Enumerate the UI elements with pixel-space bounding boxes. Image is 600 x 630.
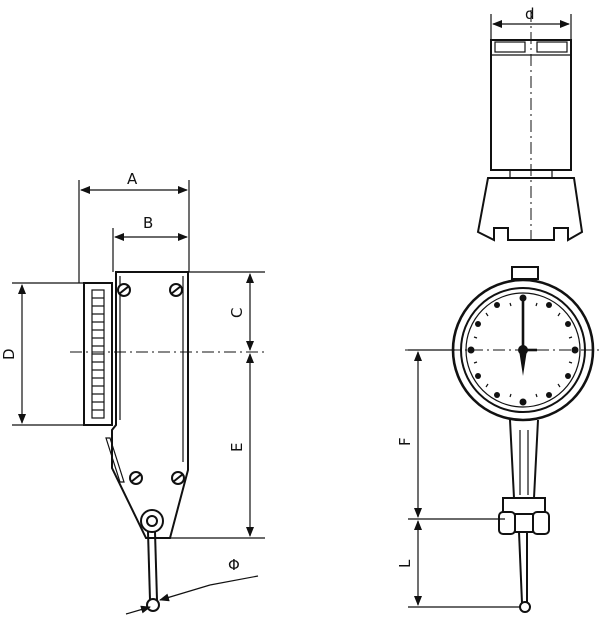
label-D: D [0,348,18,360]
label-C: C [228,308,246,318]
mount-clamp [476,177,584,242]
label-F: F [396,437,414,446]
dial-neck [509,419,539,499]
stylus-ball [146,598,160,612]
side-body-outline [111,271,189,539]
dial-ticks [467,294,579,406]
knurl-lines [92,297,104,411]
knurled-bezel [83,282,113,426]
label-E: E [228,443,246,452]
stylus-shaft [147,531,151,601]
label-L: L [396,559,414,568]
front-view [405,266,600,613]
front-stylus-ball [519,601,531,613]
top-dimensions: d [490,5,572,40]
side-screws [117,283,185,485]
label-d: d [525,5,535,23]
side-dimensions: A B C E D Φ [0,170,265,615]
dial-crown [511,266,539,280]
top-view [476,10,584,242]
front-dimensions: F L [396,349,520,608]
label-phi: Φ [228,556,240,574]
label-B: B [143,214,153,232]
label-A: A [127,170,138,188]
